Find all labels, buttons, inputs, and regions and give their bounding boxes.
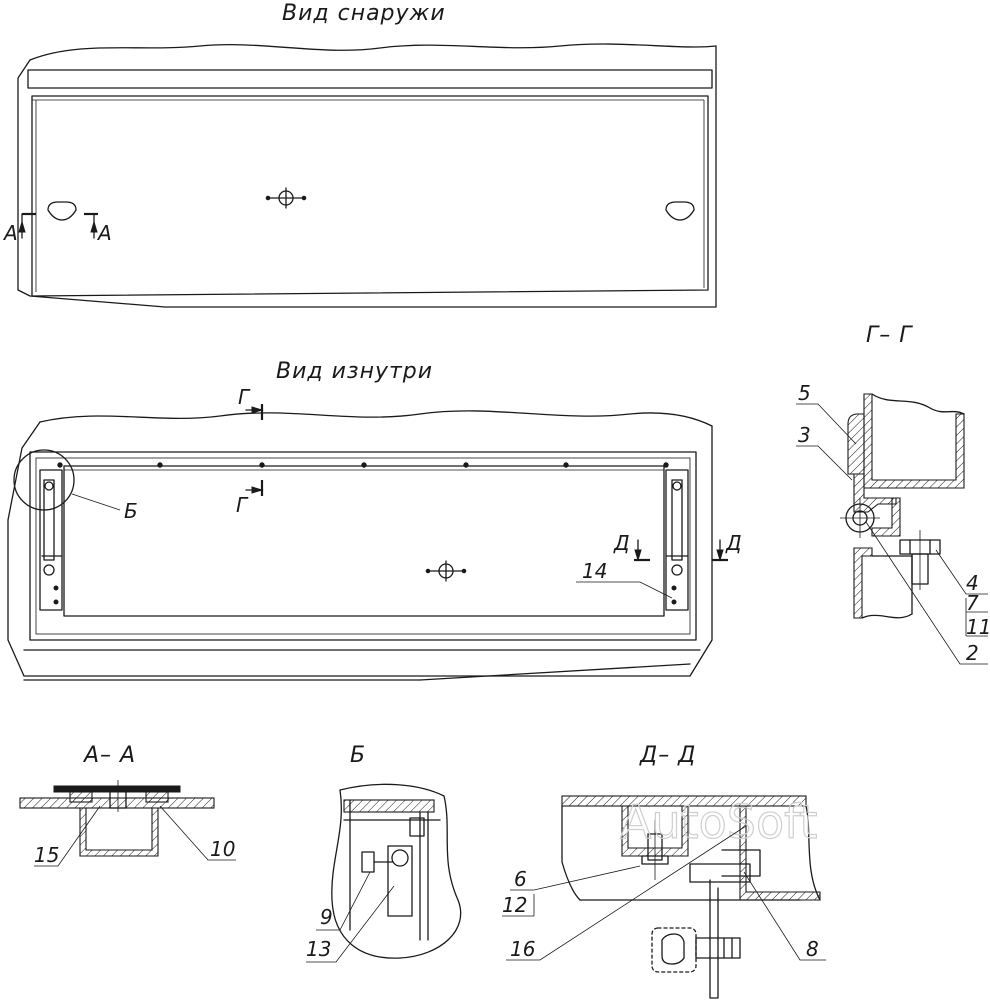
bracket-8	[689, 863, 751, 883]
callout-4: 4	[966, 571, 979, 595]
callout-6: 6	[514, 867, 527, 891]
detail-b-boundary	[331, 783, 462, 959]
detail-b: Б 9 13	[306, 743, 462, 963]
section-gg: Г– Г 5 3 4 7 11	[796, 323, 990, 665]
svg-text:А: А	[2, 221, 18, 245]
lock-center-outside	[265, 187, 307, 209]
section-aa: А– А 15 10	[19, 743, 236, 867]
section-marker-d: Д Д	[613, 531, 742, 562]
frame-inner-opening	[63, 465, 665, 617]
callout-7: 7	[966, 591, 979, 615]
section-marker-g: Г Г	[236, 385, 264, 517]
top-rail	[27, 69, 713, 89]
callout-9: 9	[320, 905, 333, 929]
door-panel	[31, 95, 709, 297]
gas-strut-right	[665, 469, 689, 611]
bracket-2	[871, 497, 901, 537]
svg-text:Б: Б	[124, 499, 138, 523]
section-dd: Д– Д AutoSoft 6 12 16 8	[502, 743, 826, 999]
channel-a	[79, 807, 159, 857]
callout-3: 3	[798, 423, 811, 447]
svg-text:Г: Г	[238, 385, 251, 409]
view-outside: Вид снаружи А А	[2, 1, 717, 308]
hinge-rivets	[57, 462, 669, 468]
watermark: AutoSoft	[620, 795, 818, 849]
callout-2: 2	[966, 641, 979, 665]
handle-left	[47, 201, 77, 221]
callout-5: 5	[798, 381, 811, 405]
view-inside: Вид изнутри	[7, 359, 742, 681]
panel-outer-outline	[17, 45, 717, 308]
handle-right	[665, 201, 695, 221]
detail-b-circle	[13, 449, 75, 511]
bolt-9	[361, 851, 375, 873]
gas-strut-left	[39, 469, 63, 611]
callout-16: 16	[510, 937, 535, 961]
callout-15: 15	[34, 843, 59, 867]
callout-14: 14	[582, 559, 607, 583]
strut-body-13	[387, 845, 413, 917]
svg-text:Д: Д	[613, 531, 630, 555]
callout-13: 13	[306, 937, 331, 961]
callout-8: 8	[806, 937, 819, 961]
title-outside: Вид снаружи	[282, 1, 446, 26]
break-line-top	[29, 43, 717, 61]
callout-10: 10	[210, 837, 235, 861]
title-inside: Вид изнутри	[276, 359, 433, 384]
panel-inside-outline	[7, 421, 713, 677]
callout-11: 11	[966, 615, 990, 639]
lock-center-inside	[425, 560, 467, 582]
svg-text:Д: Д	[725, 531, 742, 555]
svg-text:А: А	[96, 221, 112, 245]
frame-outer	[29, 451, 697, 641]
title-section-dd: Д– Д	[639, 743, 696, 768]
title-section-aa: А– А	[82, 743, 136, 768]
section-marker-a: А А	[2, 212, 112, 245]
break-line-inside-top	[39, 410, 713, 427]
title-detail-b: Б	[350, 743, 366, 768]
callout-12: 12	[502, 893, 527, 917]
title-section-gg: Г– Г	[866, 323, 913, 348]
svg-text:Г: Г	[236, 493, 249, 517]
